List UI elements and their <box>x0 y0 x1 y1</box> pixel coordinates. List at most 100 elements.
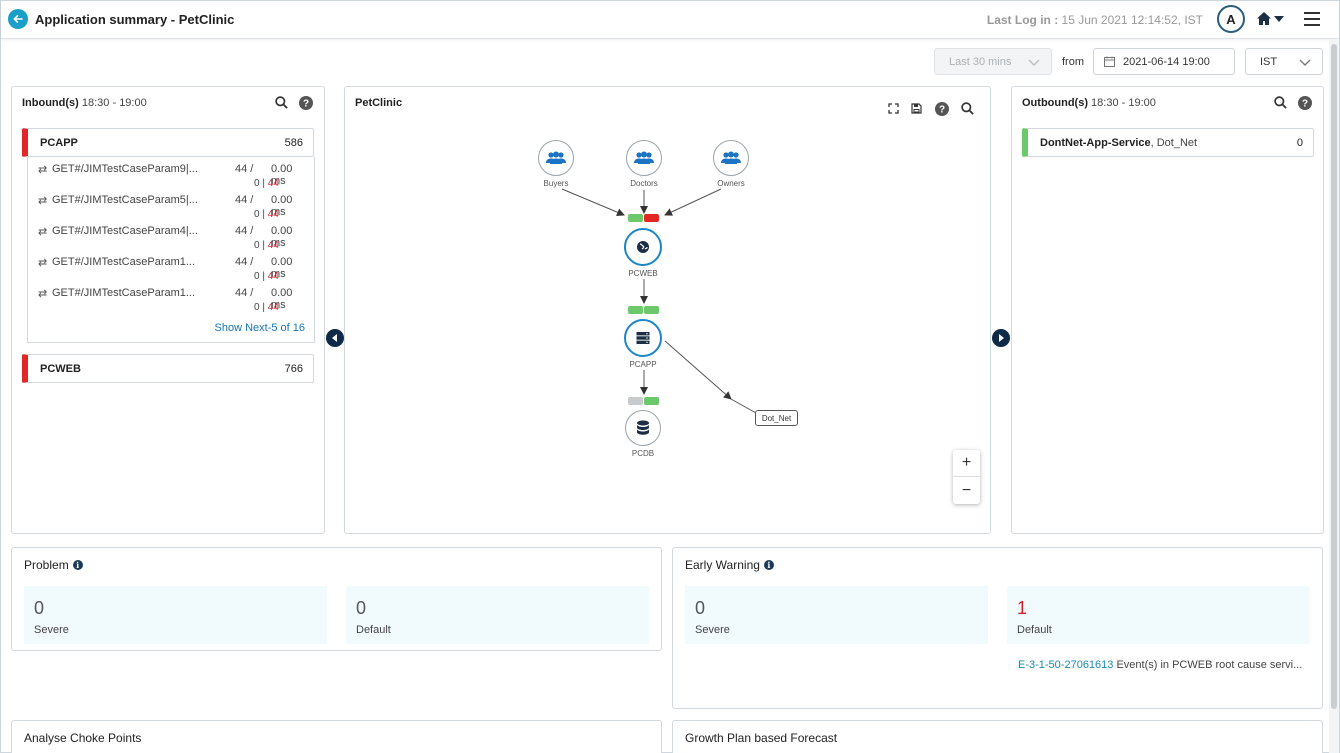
arrow-left-icon <box>13 15 23 23</box>
back-button[interactable] <box>8 9 28 29</box>
inbound-time: 18:30 - 19:00 <box>81 97 147 109</box>
users-icon <box>546 151 566 164</box>
transaction-row[interactable]: ⇄ GET#/JIMTestCaseParam1... 44 / 0.00 ms… <box>38 286 310 316</box>
outbound-title: Outbound(s) 18:30 - 19:00 <box>1022 97 1156 109</box>
choke-points-title: Analyse Choke Points <box>24 731 142 745</box>
avatar[interactable]: A <box>1217 5 1245 33</box>
node-pcweb[interactable]: PCWEB <box>624 228 662 278</box>
early-warning-title-text: Early Warning <box>685 558 760 572</box>
transaction-time: 0.00 ms <box>271 225 293 249</box>
scrollbar-thumb[interactable] <box>1331 44 1337 709</box>
transaction-label: GET#/JIMTestCaseParam1... <box>52 256 196 268</box>
node-owners[interactable]: Owners <box>713 140 749 188</box>
search-icon <box>961 102 974 115</box>
collapse-outbound-button[interactable] <box>992 329 1010 347</box>
inbound-search-button[interactable] <box>275 96 288 109</box>
transaction-row[interactable]: ⇄ GET#/JIMTestCaseParam4|... 44 / 0.00 m… <box>38 224 310 254</box>
transaction-status: 0 | 44 <box>254 271 279 282</box>
show-next-link[interactable]: Show Next-5 of 16 <box>214 322 306 334</box>
chevron-down-icon <box>1028 59 1040 66</box>
health-pill-ok <box>644 306 659 314</box>
severe-count: 0 <box>695 598 706 618</box>
calendar-icon <box>1104 56 1115 67</box>
node-pcdb[interactable]: PCDB <box>625 410 661 458</box>
time-range-select: Last 30 mins <box>934 48 1052 75</box>
outbound-search-button[interactable] <box>1274 96 1287 109</box>
hamburger-menu-button[interactable] <box>1304 12 1320 30</box>
inbound-help-button[interactable]: ? <box>299 96 313 110</box>
from-date-input[interactable]: 2021-06-14 19:00 <box>1093 48 1235 75</box>
separator: | <box>262 209 265 220</box>
fullscreen-button[interactable] <box>888 103 899 114</box>
node-circle <box>713 140 749 176</box>
transaction-count: 44 / <box>235 163 254 175</box>
transaction-status: 0 | 44 <box>254 302 279 313</box>
node-label: PCDB <box>631 449 655 458</box>
caret-right-icon <box>999 334 1004 342</box>
timezone-select[interactable]: IST <box>1245 48 1323 75</box>
problem-default-tile[interactable]: 0 Default <box>346 586 649 644</box>
swap-arrows-icon: ⇄ <box>38 226 48 238</box>
node-doctors[interactable]: Doctors <box>626 140 662 188</box>
node-buyers[interactable]: Buyers <box>538 140 574 188</box>
home-dropdown[interactable] <box>1256 11 1284 26</box>
collapse-inbound-button[interactable] <box>326 329 344 347</box>
transaction-status: 0 | 44 <box>254 178 279 189</box>
search-icon <box>1274 96 1287 109</box>
transaction-label: GET#/JIMTestCaseParam4|... <box>52 225 198 237</box>
swap-arrows-icon: ⇄ <box>38 257 48 269</box>
service-name-text: DontNet-App-Service <box>1040 136 1151 149</box>
outbound-help-button[interactable]: ? <box>1298 96 1312 110</box>
svg-text:?: ? <box>939 105 945 116</box>
info-icon[interactable]: i <box>763 560 774 570</box>
transaction-status: 0 | 44 <box>254 209 279 220</box>
page-title: Application summary - PetClinic <box>35 12 235 27</box>
globe-icon <box>637 241 649 253</box>
default-label: Default <box>356 624 391 636</box>
transaction-count: 44 / <box>235 194 254 206</box>
node-dotnet[interactable]: Dot_Net <box>755 410 798 426</box>
event-id-link[interactable]: E-3-1-50-27061613 <box>1018 659 1114 671</box>
severe-label: Severe <box>34 624 69 636</box>
growth-forecast-panel: Growth Plan based Forecast <box>672 720 1323 753</box>
early-warning-panel: Early Warning i 0 Severe 1 Default E-3-1… <box>672 547 1323 709</box>
zoom-out-button[interactable]: − <box>961 481 972 499</box>
transaction-time: 0.00 ms <box>271 194 293 218</box>
transaction-label: GET#/JIMTestCaseParam1... <box>52 287 196 299</box>
service-count: 0 <box>1296 136 1303 149</box>
save-button[interactable] <box>911 103 922 114</box>
outbound-service-dontnet[interactable]: DontNet-App-Service, Dot_Net 0 <box>1022 128 1314 157</box>
inbound-service-pcweb[interactable]: PCWEB 766 <box>22 354 314 383</box>
ok-count: 0 <box>254 240 260 251</box>
map-help-button[interactable]: ? <box>935 102 949 116</box>
event-text: Event(s) in PCWEB root cause servi... <box>1113 659 1303 671</box>
separator: | <box>262 178 265 189</box>
node-circle <box>538 140 574 176</box>
inbound-service-pcapp[interactable]: PCAPP 586 <box>22 128 314 157</box>
zoom-in-button[interactable]: + <box>953 450 980 477</box>
ok-count: 0 <box>254 271 260 282</box>
service-sub-text: , Dot_Net <box>1150 136 1198 149</box>
info-icon[interactable]: i <box>72 560 83 570</box>
transaction-row[interactable]: ⇄ GET#/JIMTestCaseParam5|... 44 / 0.00 m… <box>38 193 310 223</box>
map-search-button[interactable] <box>961 102 974 115</box>
help-icon: ? <box>935 102 949 116</box>
outbound-time: 18:30 - 19:00 <box>1091 97 1156 109</box>
problem-severe-tile[interactable]: 0 Severe <box>24 586 327 644</box>
svg-text:?: ? <box>303 99 309 110</box>
inbound-title-text: Inbound(s) <box>22 97 79 109</box>
node-label: PCWEB <box>628 269 658 278</box>
last-login-label: Last Log in : <box>986 13 1059 27</box>
timezone-value: IST <box>1260 55 1278 68</box>
transaction-row[interactable]: ⇄ GET#/JIMTestCaseParam1... 44 / 0.00 ms… <box>38 255 310 285</box>
node-label: Owners <box>717 179 745 188</box>
transaction-row[interactable]: ⇄ GET#/JIMTestCaseParam9|... 44 / 0.00 m… <box>38 162 310 192</box>
health-pill-ok <box>628 306 643 314</box>
early-warning-severe-tile[interactable]: 0 Severe <box>685 586 988 644</box>
vertical-scrollbar[interactable] <box>1329 40 1339 753</box>
node-pcapp[interactable]: PCAPP <box>624 319 662 369</box>
early-warning-default-tile[interactable]: 1 Default <box>1007 586 1310 644</box>
error-count: 44 <box>267 302 279 313</box>
chevron-down-icon <box>1299 59 1311 66</box>
event-summary: E-3-1-50-27061613 Event(s) in PCWEB root… <box>1018 659 1302 671</box>
